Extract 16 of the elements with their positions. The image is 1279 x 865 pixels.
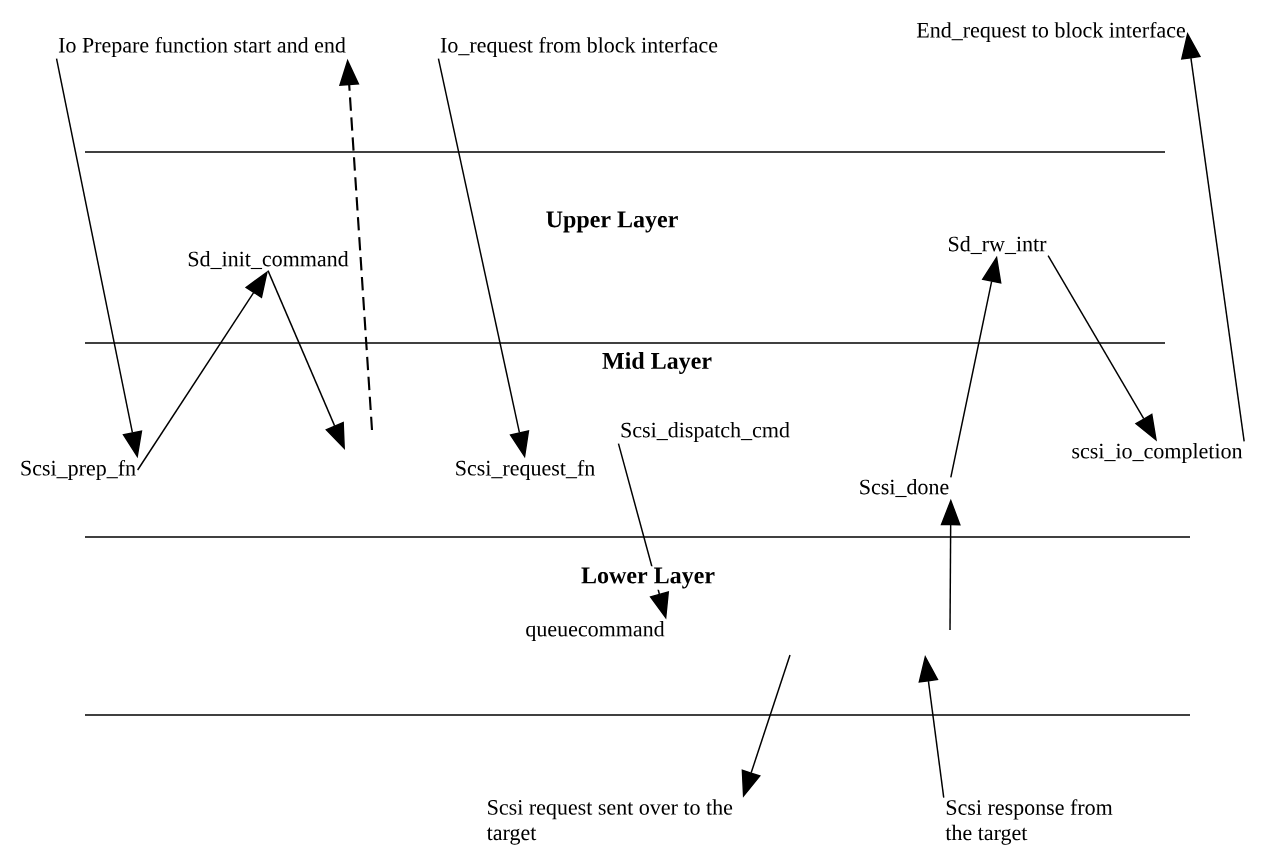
function-label: End_request to block interface [916, 21, 1185, 43]
function-label: scsi_io_completion [1072, 443, 1243, 463]
layer-label: Lower Layer [579, 566, 717, 590]
function-label: Io Prepare function start and end [58, 36, 346, 58]
function-label: Scsi_done [860, 478, 949, 498]
function-label: Io_request from block interface [440, 36, 718, 58]
function-label: Scsi_dispatch_cmd [621, 422, 790, 442]
function-label: Sd_init_command [188, 250, 349, 270]
layer-label: Upper Layer [544, 210, 680, 234]
function-label: Scsi_prep_fn [21, 459, 136, 481]
function-label: Scsi response from the target [945, 799, 1113, 845]
function-label: Scsi_request_fn [456, 459, 595, 481]
function-label: Sd_rw_intr [948, 235, 1047, 255]
layer-label: Mid Layer [600, 350, 714, 376]
function-label: queuecommand [526, 621, 665, 641]
function-label: Scsi request sent over to the target [486, 799, 733, 845]
